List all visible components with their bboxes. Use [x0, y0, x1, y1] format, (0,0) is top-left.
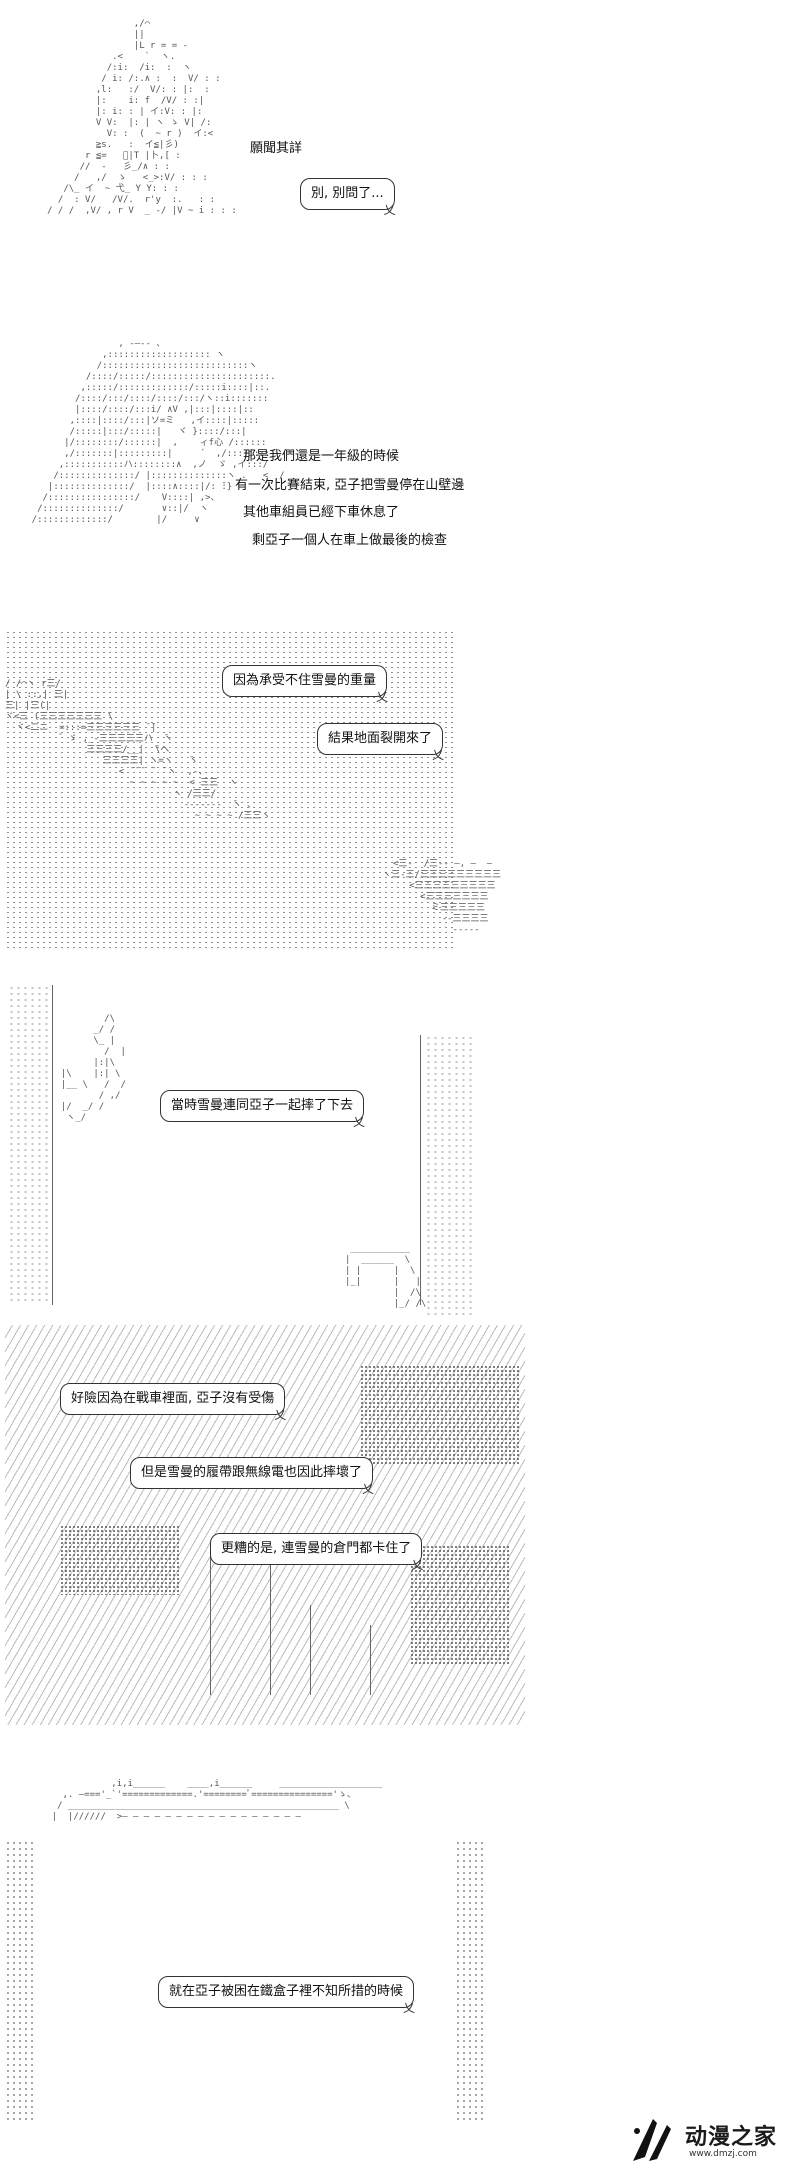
fall-debris-art: /\ _/ / \_ | / | |:|\ |\ |:| \ |__ \ / /… [60, 1014, 126, 1123]
side-dots-left [5, 1840, 35, 2120]
tank-leg [210, 1545, 211, 1695]
speech-bubble-2: 但是雪曼的履帶跟無線電也因此摔壞了 乂 [130, 1457, 374, 1496]
watermark-name: 动漫之家 [685, 2125, 778, 2150]
rubble-dots [360, 1365, 520, 1465]
bubble-text-2: 但是雪曼的履帶跟無線電也因此摔壞了 [141, 1465, 363, 1480]
panel-4: /\ _/ / \_ | / | |:|\ |\ |:| \ |__ \ / /… [0, 985, 800, 1315]
bubble-tail-icon: 乂 [383, 203, 396, 217]
bubble-text-2: 結果地面裂開來了 [328, 731, 433, 746]
bubble-tail-icon: 乂 [274, 1408, 287, 1422]
tank-leg [270, 1555, 271, 1695]
crack-line [52, 985, 53, 1305]
panel-5: 好險因為在戰車裡面, 亞子沒有受傷 乂 但是雪曼的履帶跟無線電也因此摔壞了 乂 … [0, 1325, 800, 1745]
panel-2: , -―-- 、 ,::::::::::::::::::: ヽ /:::::::… [0, 330, 800, 620]
site-watermark: 动漫之家 www.dmzj.com [623, 2111, 788, 2171]
narration-line-1: 那是我們還是一年級的時候 [243, 449, 400, 464]
rubble-dots [60, 1525, 180, 1595]
wall-right-texture [425, 1035, 475, 1315]
narration-line-3: 其他車組員已經下車休息了 [243, 505, 400, 520]
bubble-text-1: 好險因為在戰車裡面, 亞子沒有受傷 [71, 1391, 275, 1406]
rubble-dots [410, 1545, 510, 1665]
watermark-logo-icon [633, 2119, 671, 2161]
speech-bubble-1: 因為承受不住雪曼的重量 乂 [222, 665, 388, 704]
bubble-tail-icon: 乂 [411, 1558, 424, 1572]
wall-left-texture [8, 985, 53, 1305]
side-text: 願聞其詳 [250, 141, 303, 156]
bubble-text-3: 更糟的是, 連雪曼的倉門都卡住了 [221, 1541, 412, 1556]
tank-interior-art: ,i,i______ ____,i______ ________________… [51, 1779, 416, 2015]
narration-line-2: 有一次比賽結束, 亞子把雪曼停在山壁邊 [235, 478, 465, 493]
tank-leg [370, 1625, 371, 1695]
cliff-tank-art: / /⌒ヽ r三/ | \ ::,| 三| 三| |三(| ヾ<三 (三三三三三… [5, 679, 271, 821]
bubble-text: 就在亞子被困在鐵盒子裡不知所措的時候 [169, 1984, 404, 1999]
bubble-tail-icon: 乂 [353, 1115, 366, 1129]
ground-art: <三- /三-- ―, ― ― ヽ三-三/三三三三三三三三三 <三三三三三三三三… [382, 859, 501, 935]
watermark-url: www.dmzj.com [689, 2149, 757, 2159]
character-art: ,/⌒ || |L r = = - .< ` ヽ. /:i: /i: : ヽ /… [47, 19, 237, 216]
narration-line-4: 剩亞子一個人在車上做最後的檢查 [252, 533, 448, 548]
bubble-text-1: 因為承受不住雪曼的重量 [233, 673, 377, 688]
panel-6: ,i,i______ ____,i______ ________________… [0, 1770, 800, 2160]
character-art: , -―-- 、 ,::::::::::::::::::: ヽ /:::::::… [31, 339, 285, 525]
tank-leg [310, 1605, 311, 1695]
speech-bubble-1: 好險因為在戰車裡面, 亞子沒有受傷 乂 [60, 1383, 286, 1422]
bubble-tail-icon: 乂 [362, 1482, 375, 1496]
bubble-text: 當時雪曼連同亞子一起摔了下去 [171, 1098, 354, 1113]
side-dots-right [455, 1840, 485, 2120]
panel-3: / /⌒ヽ r三/ | \ ::,| 三| 三| |三(| ヾ<三 (三三三三三… [0, 630, 800, 970]
panel-1: ,/⌒ || |L r = = - .< ` ヽ. /:i: /i: : ヽ /… [0, 0, 800, 310]
speech-bubble-2: 結果地面裂開來了 乂 [317, 723, 444, 762]
bubble-text: 別, 別問了... [311, 186, 384, 201]
speech-bubble: 就在亞子被困在鐵盒子裡不知所措的時候 乂 [158, 1976, 415, 2015]
speech-bubble: 當時雪曼連同亞子一起摔了下去 乂 [160, 1090, 365, 1129]
bubble-tail-icon: 乂 [432, 748, 445, 762]
speech-bubble-3: 更糟的是, 連雪曼的倉門都卡住了 乂 [210, 1533, 423, 1572]
tank-bottom-art: ___________ | ______ \ | | | \ |_| | | |… [345, 1244, 427, 1309]
bubble-tail-icon: 乂 [403, 2001, 416, 2015]
bubble-tail-icon: 乂 [376, 690, 389, 704]
speech-bubble: 別, 別問了... 乂 [300, 178, 396, 217]
crack-line [420, 1035, 421, 1305]
